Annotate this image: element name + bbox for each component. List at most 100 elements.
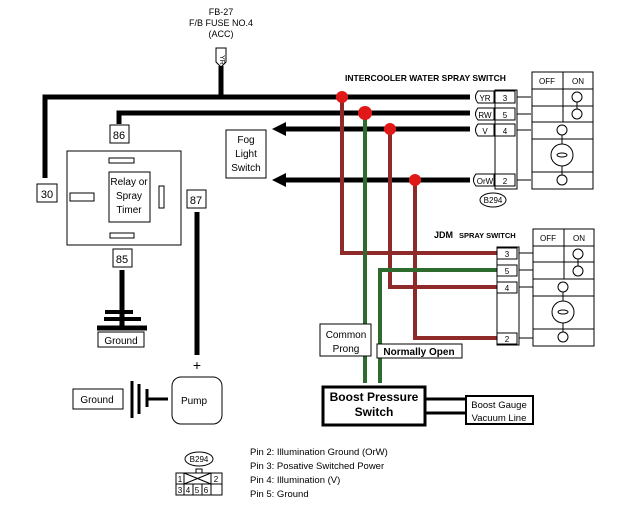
jdm-switch-table: OFF ON <box>532 228 595 347</box>
wire-tag-v <box>475 123 495 137</box>
svg-text:5: 5 <box>505 267 510 276</box>
jdm-title-bold: JDM <box>434 230 453 240</box>
svg-text:2: 2 <box>503 177 508 186</box>
wire-tag-rw <box>475 107 495 121</box>
svg-text:2: 2 <box>505 335 510 344</box>
legend-note: Pin 4: Illumination (V) <box>250 475 340 486</box>
boost-switch-line1: Boost Pressure <box>330 390 419 404</box>
svg-text:3: 3 <box>178 486 183 495</box>
common-prong-line1: Common <box>326 330 367 341</box>
fog-line3: Switch <box>231 163 260 174</box>
jdm-pin-5 <box>496 264 518 277</box>
boost-gauge-line2: Vacuum Line <box>472 413 527 424</box>
relay-contact <box>158 185 165 209</box>
switch-contact-icon <box>572 248 584 260</box>
intercooler-switch-title: INTERCOOLER WATER SPRAY SWITCH <box>345 73 506 83</box>
svg-text:3: 3 <box>503 94 508 103</box>
ground-symbol-icon <box>130 381 168 418</box>
legend-connector-label: B294 <box>190 455 209 464</box>
relay-pin-87-label: 87 <box>190 195 202 207</box>
svg-text:6: 6 <box>204 486 209 495</box>
arrow-left-icon <box>272 173 286 187</box>
svg-text:5: 5 <box>195 486 200 495</box>
svg-text:4: 4 <box>505 284 510 293</box>
ic-pin-2 <box>494 173 516 187</box>
svg-text:1: 1 <box>178 475 183 484</box>
legend-note: Pin 2: Illumination Ground (OrW) <box>250 447 388 458</box>
ic-connector-b294-label: B294 <box>484 196 503 205</box>
tap-orw-red <box>413 180 500 340</box>
jdm-on-label: ON <box>573 234 585 243</box>
fuse-wire-tag-text: YR <box>218 55 225 65</box>
arrow-left-icon <box>272 122 286 136</box>
ic-pin-leads <box>517 96 531 181</box>
fuse-line2: F/B FUSE NO.4 <box>189 18 253 28</box>
switch-contact-icon <box>556 174 568 186</box>
svg-text:OrW: OrW <box>477 177 494 186</box>
ic-pin-4 <box>494 123 516 137</box>
ic-off-label: OFF <box>539 77 555 86</box>
lamp-icon <box>551 300 575 324</box>
normally-open-label: Normally Open <box>383 347 454 358</box>
boost-pressure-switch-box <box>321 385 427 427</box>
switch-contact-icon <box>556 124 568 136</box>
pump-ground-label-box <box>72 388 124 410</box>
pump-plus-label: + <box>193 357 201 373</box>
relay-pin-85-label: 85 <box>116 254 128 266</box>
splice-dot <box>409 174 421 186</box>
ground-label: Ground <box>104 336 137 347</box>
fuse-line1: FB-27 <box>209 7 234 17</box>
legend-connector-tag <box>184 451 214 467</box>
switch-contact-icon <box>571 108 583 120</box>
fuse-wire-tag <box>215 47 227 68</box>
jdm-title-rest: SPRAY SWITCH <box>459 231 516 240</box>
fog-line1: Fog <box>237 135 254 146</box>
ground-symbol-icon <box>97 310 147 331</box>
tap-yr-red <box>340 97 500 255</box>
wire-rw-main <box>116 110 470 124</box>
wire-tag-yr <box>475 90 495 104</box>
pump-label: Pump <box>181 396 208 407</box>
switch-contact-icon <box>557 331 569 343</box>
common-prong-box <box>319 323 372 357</box>
legend-note: Pin 5: Ground <box>250 489 309 500</box>
ic-on-label: ON <box>572 77 584 86</box>
fuse-line3: (ACC) <box>209 29 234 39</box>
fog-line2: Light <box>235 149 257 160</box>
svg-text:4: 4 <box>503 127 508 136</box>
relay-pin-86 <box>109 124 130 144</box>
splice-dot <box>336 91 348 103</box>
relay-contact <box>109 232 135 239</box>
ground-label-box <box>97 331 145 348</box>
ic-pin-5 <box>494 107 516 121</box>
relay-contact <box>69 192 95 202</box>
jdm-pin-4 <box>496 281 518 294</box>
relay-line2: Spray <box>116 191 142 202</box>
fog-light-switch-box <box>225 129 267 179</box>
relay-label-box <box>108 171 151 223</box>
switch-contact-icon <box>572 265 584 277</box>
svg-text:4: 4 <box>186 486 191 495</box>
splice-dot <box>384 123 396 135</box>
relay-contact <box>108 157 135 164</box>
pump-box <box>171 376 223 425</box>
relay-pin-86-label: 86 <box>113 130 125 142</box>
jdm-pin-leads <box>519 252 533 339</box>
legend-notes: Pin 2: Illumination Ground (OrW) Pin 3: … <box>250 447 388 500</box>
switch-contact-icon <box>557 281 569 293</box>
intercooler-wire-tags: YR RW V OrW <box>473 90 495 187</box>
ic-pin-3 <box>494 90 516 104</box>
intercooler-switch-table: OFF ON <box>531 71 594 190</box>
svg-text:V: V <box>482 127 488 136</box>
relay-line3: Timer <box>116 205 142 216</box>
relay-pin-87 <box>186 189 207 209</box>
jdm-connector: 3 5 4 2 <box>496 246 520 346</box>
jdm-off-label: OFF <box>540 234 556 243</box>
wire-tag-orw <box>473 173 495 187</box>
legend-note: Pin 3: Posative Switched Power <box>250 461 384 472</box>
relay-pin-85 <box>112 248 133 268</box>
boost-gauge-line1: Boost Gauge <box>471 400 526 411</box>
relay-pin-30-label: 30 <box>41 189 53 201</box>
fuse-label: FB-27 F/B FUSE NO.4 (ACC) <box>189 7 253 39</box>
